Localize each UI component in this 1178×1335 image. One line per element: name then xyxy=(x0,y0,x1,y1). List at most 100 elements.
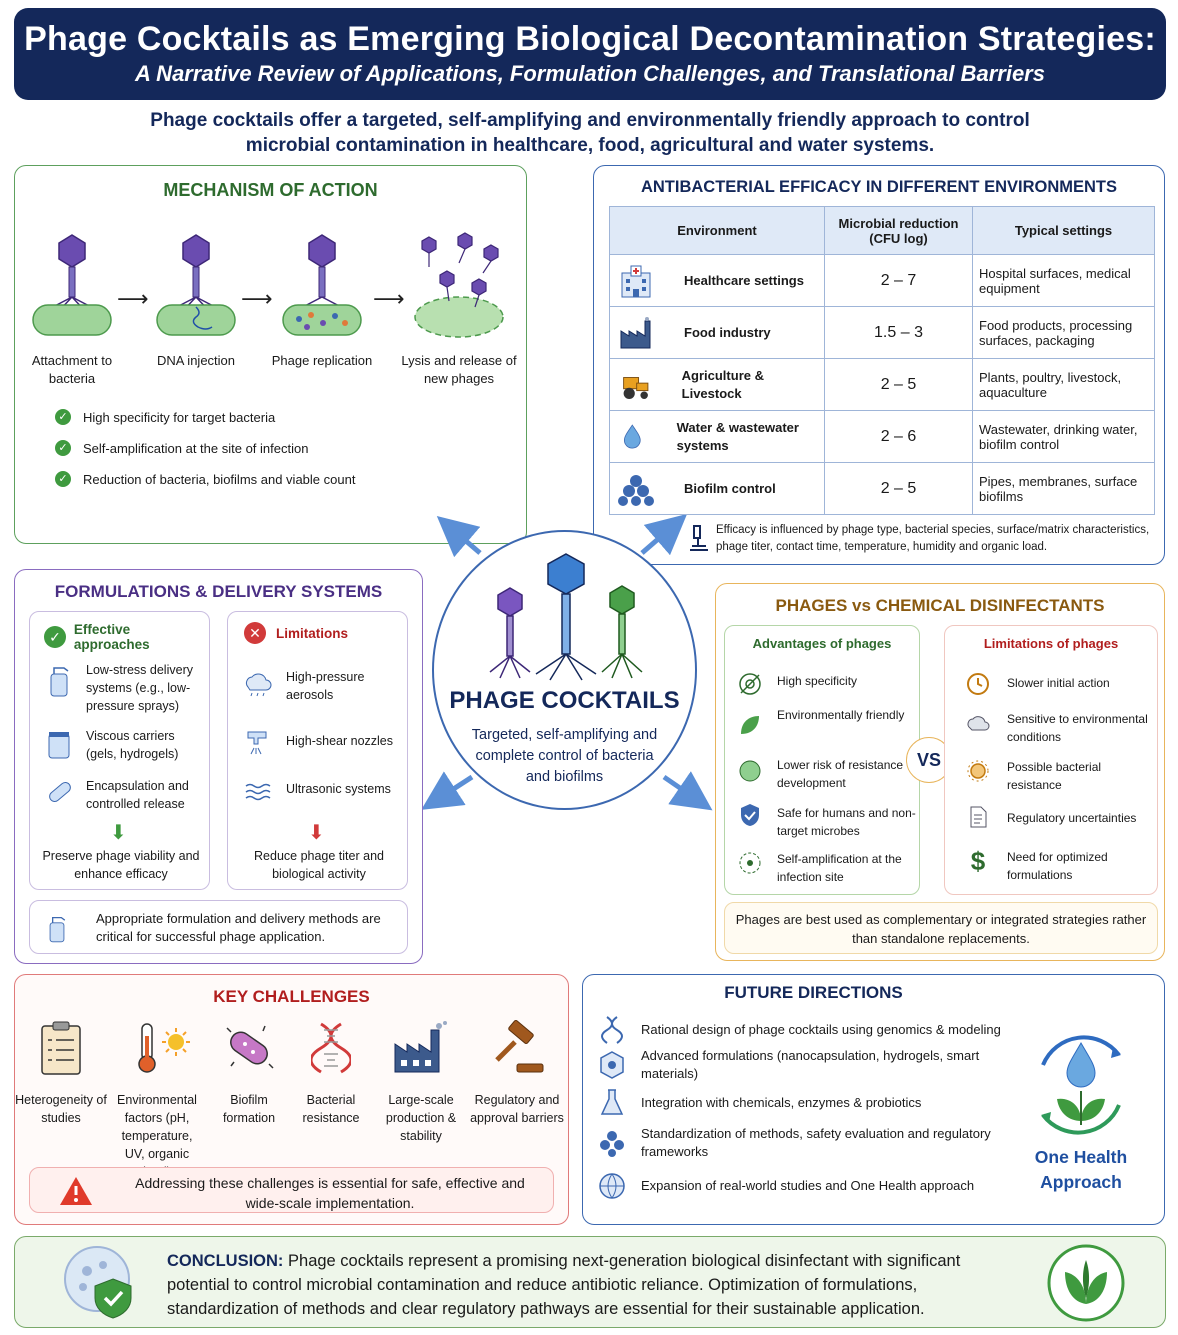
limitation-phage-item: Slower initial action xyxy=(1007,676,1110,690)
challenge-item: Heterogeneity of studies xyxy=(15,1020,107,1127)
versus-note: Phages are best used as complementary or… xyxy=(735,912,1147,946)
limitation-item: High-pressure aerosols xyxy=(286,670,365,702)
aerosol-cloud-icon xyxy=(245,673,272,697)
effective-item: Low-stress delivery systems (e.g., low-p… xyxy=(86,663,193,713)
formulation-note-box: Appropriate formulation and delivery met… xyxy=(29,900,408,954)
center-subtitle: Targeted, self-amplifying and complete c… xyxy=(471,727,658,785)
one-health-label: One Health Approach xyxy=(1034,1147,1128,1192)
dna-icon xyxy=(309,1022,353,1074)
formulation-note: Appropriate formulation and delivery met… xyxy=(96,911,381,944)
challenge-label: Biofilm formation xyxy=(222,1093,276,1125)
limitation-phage-item: Possible bacterial resistance xyxy=(1007,760,1102,792)
effective-title: Effective approaches xyxy=(73,622,150,652)
x-icon: ✕ xyxy=(244,622,266,644)
document-icon xyxy=(970,806,987,828)
column-header: Typical settings xyxy=(972,206,1155,255)
challenges-title: KEY CHALLENGES xyxy=(213,987,370,1006)
tractor-icon xyxy=(623,376,649,399)
arrow-right-icon: ⟶ xyxy=(117,286,149,311)
formulations-panel: FORMULATIONS & DELIVERY SYSTEMS ✓ Effect… xyxy=(14,569,423,964)
point-text: Self-amplification at the site of infect… xyxy=(83,440,309,456)
water-drop-icon xyxy=(623,423,641,448)
step-label: Attachment to bacteria xyxy=(31,353,113,386)
mechanism-point: ✓ High specificity for target bacteria xyxy=(55,409,275,425)
bacteria-icon xyxy=(226,1025,274,1069)
future-item: Advanced formulations (nanocapsulation, … xyxy=(597,1047,1001,1083)
dna-icon xyxy=(601,1016,623,1044)
future-title: FUTURE DIRECTIONS xyxy=(724,983,903,1002)
spray-bottle-icon xyxy=(49,916,66,943)
limitations-header: ✕ Limitations xyxy=(244,622,348,644)
clipboard-icon xyxy=(41,1021,81,1075)
versus-note-box: Phages are best used as complementary or… xyxy=(724,902,1158,954)
reduction-value: 1.5 – 3 xyxy=(824,306,973,359)
point-text: High specificity for target bacteria xyxy=(83,409,276,425)
challenges-panel: KEY CHALLENGES Heterogeneity of studies … xyxy=(14,974,569,1225)
challenge-label: Heterogeneity of studies xyxy=(15,1093,107,1125)
settings-value: Hospital surfaces, medical equipment xyxy=(972,254,1155,307)
settings-value: Wastewater, drinking water, biofilm cont… xyxy=(972,410,1155,463)
phage-replication-icon xyxy=(282,234,362,336)
flask-icon xyxy=(600,1089,624,1115)
advantages-box: Advantages of phages High specificity En… xyxy=(724,625,920,895)
future-text: Integration with chemicals, enzymes & pr… xyxy=(641,1095,922,1110)
table-row: Healthcare settings 2 – 7 Hospital surfa… xyxy=(609,254,1155,307)
limitations-title: Limitations xyxy=(276,625,349,641)
limitations-result: Reduce phage titer and biological activi… xyxy=(254,849,384,881)
efficacy-title: ANTIBACTERIAL EFFICACY IN DIFFERENT ENVI… xyxy=(640,178,1118,196)
resistance-gear-icon xyxy=(967,760,989,782)
amplify-icon xyxy=(739,852,761,874)
table-row: Water & wastewater systems 2 – 6 Wastewa… xyxy=(609,410,1155,463)
leaf-icon xyxy=(741,716,759,734)
reduction-value: 2 – 5 xyxy=(824,358,973,411)
phage-lysis-icon xyxy=(414,232,504,338)
effective-header: ✓ Effective approaches xyxy=(44,622,209,652)
check-icon: ✓ xyxy=(44,626,66,648)
advantage-item: Safe for humans and non-target microbes xyxy=(777,806,916,838)
settings-value: Plants, poultry, livestock, aquaculture xyxy=(972,358,1155,411)
future-item: Rational design of phage cocktails using… xyxy=(597,1015,1041,1045)
env-name: Food industry xyxy=(684,324,771,340)
center-title: PHAGE COCKTAILS xyxy=(449,687,680,714)
check-icon: ✓ xyxy=(55,471,71,487)
versus-title: PHAGES vs CHEMICAL DISINFECTANTS xyxy=(775,596,1105,615)
env-name: Agriculture & Livestock xyxy=(681,367,764,401)
microscope-icon xyxy=(690,525,708,551)
mechanism-panel: MECHANISM OF ACTION Attachment to bacter… xyxy=(14,165,527,544)
step-replication: Phage replication xyxy=(267,231,377,370)
step-label: DNA injection xyxy=(156,353,236,368)
reduction-value: 2 – 5 xyxy=(824,462,973,515)
future-text: Rational design of phage cocktails using… xyxy=(641,1022,1001,1037)
challenge-label: Bacterial resistance xyxy=(302,1093,360,1125)
versus-panel: PHAGES vs CHEMICAL DISINFECTANTS Advanta… xyxy=(715,583,1165,961)
mechanism-title: MECHANISM OF ACTION xyxy=(163,180,378,200)
env-name: Biofilm control xyxy=(684,480,776,496)
ultrasonic-icon xyxy=(245,783,271,801)
advantage-item: Self-amplification at the infection site xyxy=(777,852,902,884)
effective-item: Encapsulation and controlled release xyxy=(86,779,189,811)
advantage-item: Lower risk of resistance development xyxy=(777,758,904,790)
settings-value: Food products, processing surfaces, pack… xyxy=(972,306,1155,359)
mechanism-point: ✓ Reduction of bacteria, biofilms and vi… xyxy=(55,471,355,487)
center-arrows xyxy=(421,515,713,811)
clock-icon xyxy=(967,673,989,695)
header-banner: Phage Cocktails as Emerging Biological D… xyxy=(14,8,1166,100)
thermometer-sun-icon xyxy=(138,1023,190,1073)
challenge-label: Regulatory and approval barriers xyxy=(470,1093,564,1125)
cells-icon xyxy=(600,1131,624,1157)
check-icon: ✓ xyxy=(55,409,71,425)
shield-leaf-icon xyxy=(739,760,761,782)
efficacy-note: Efficacy is influenced by phage type, ba… xyxy=(716,524,1150,553)
table-row: Biofilm control 2 – 5 Pipes, membranes, … xyxy=(609,462,1155,515)
conclusion-body: Phage cocktails represent a promising ne… xyxy=(167,1252,961,1318)
capsule-icon xyxy=(49,782,71,802)
reduction-value: 2 – 7 xyxy=(824,254,973,307)
challenge-item: Environmental factors (pH, temperature, … xyxy=(111,1020,203,1181)
future-item: Integration with chemicals, enzymes & pr… xyxy=(597,1088,1041,1118)
factory-icon xyxy=(620,316,651,348)
efficacy-panel: ANTIBACTERIAL EFFICACY IN DIFFERENT ENVI… xyxy=(593,165,1165,565)
mechanism-point: ✓ Self-amplification at the site of infe… xyxy=(55,440,308,456)
effective-result: Preserve phage viability and enhance eff… xyxy=(42,849,200,881)
future-text: Standardization of methods, safety evalu… xyxy=(641,1126,991,1159)
hospital-icon xyxy=(621,265,651,297)
